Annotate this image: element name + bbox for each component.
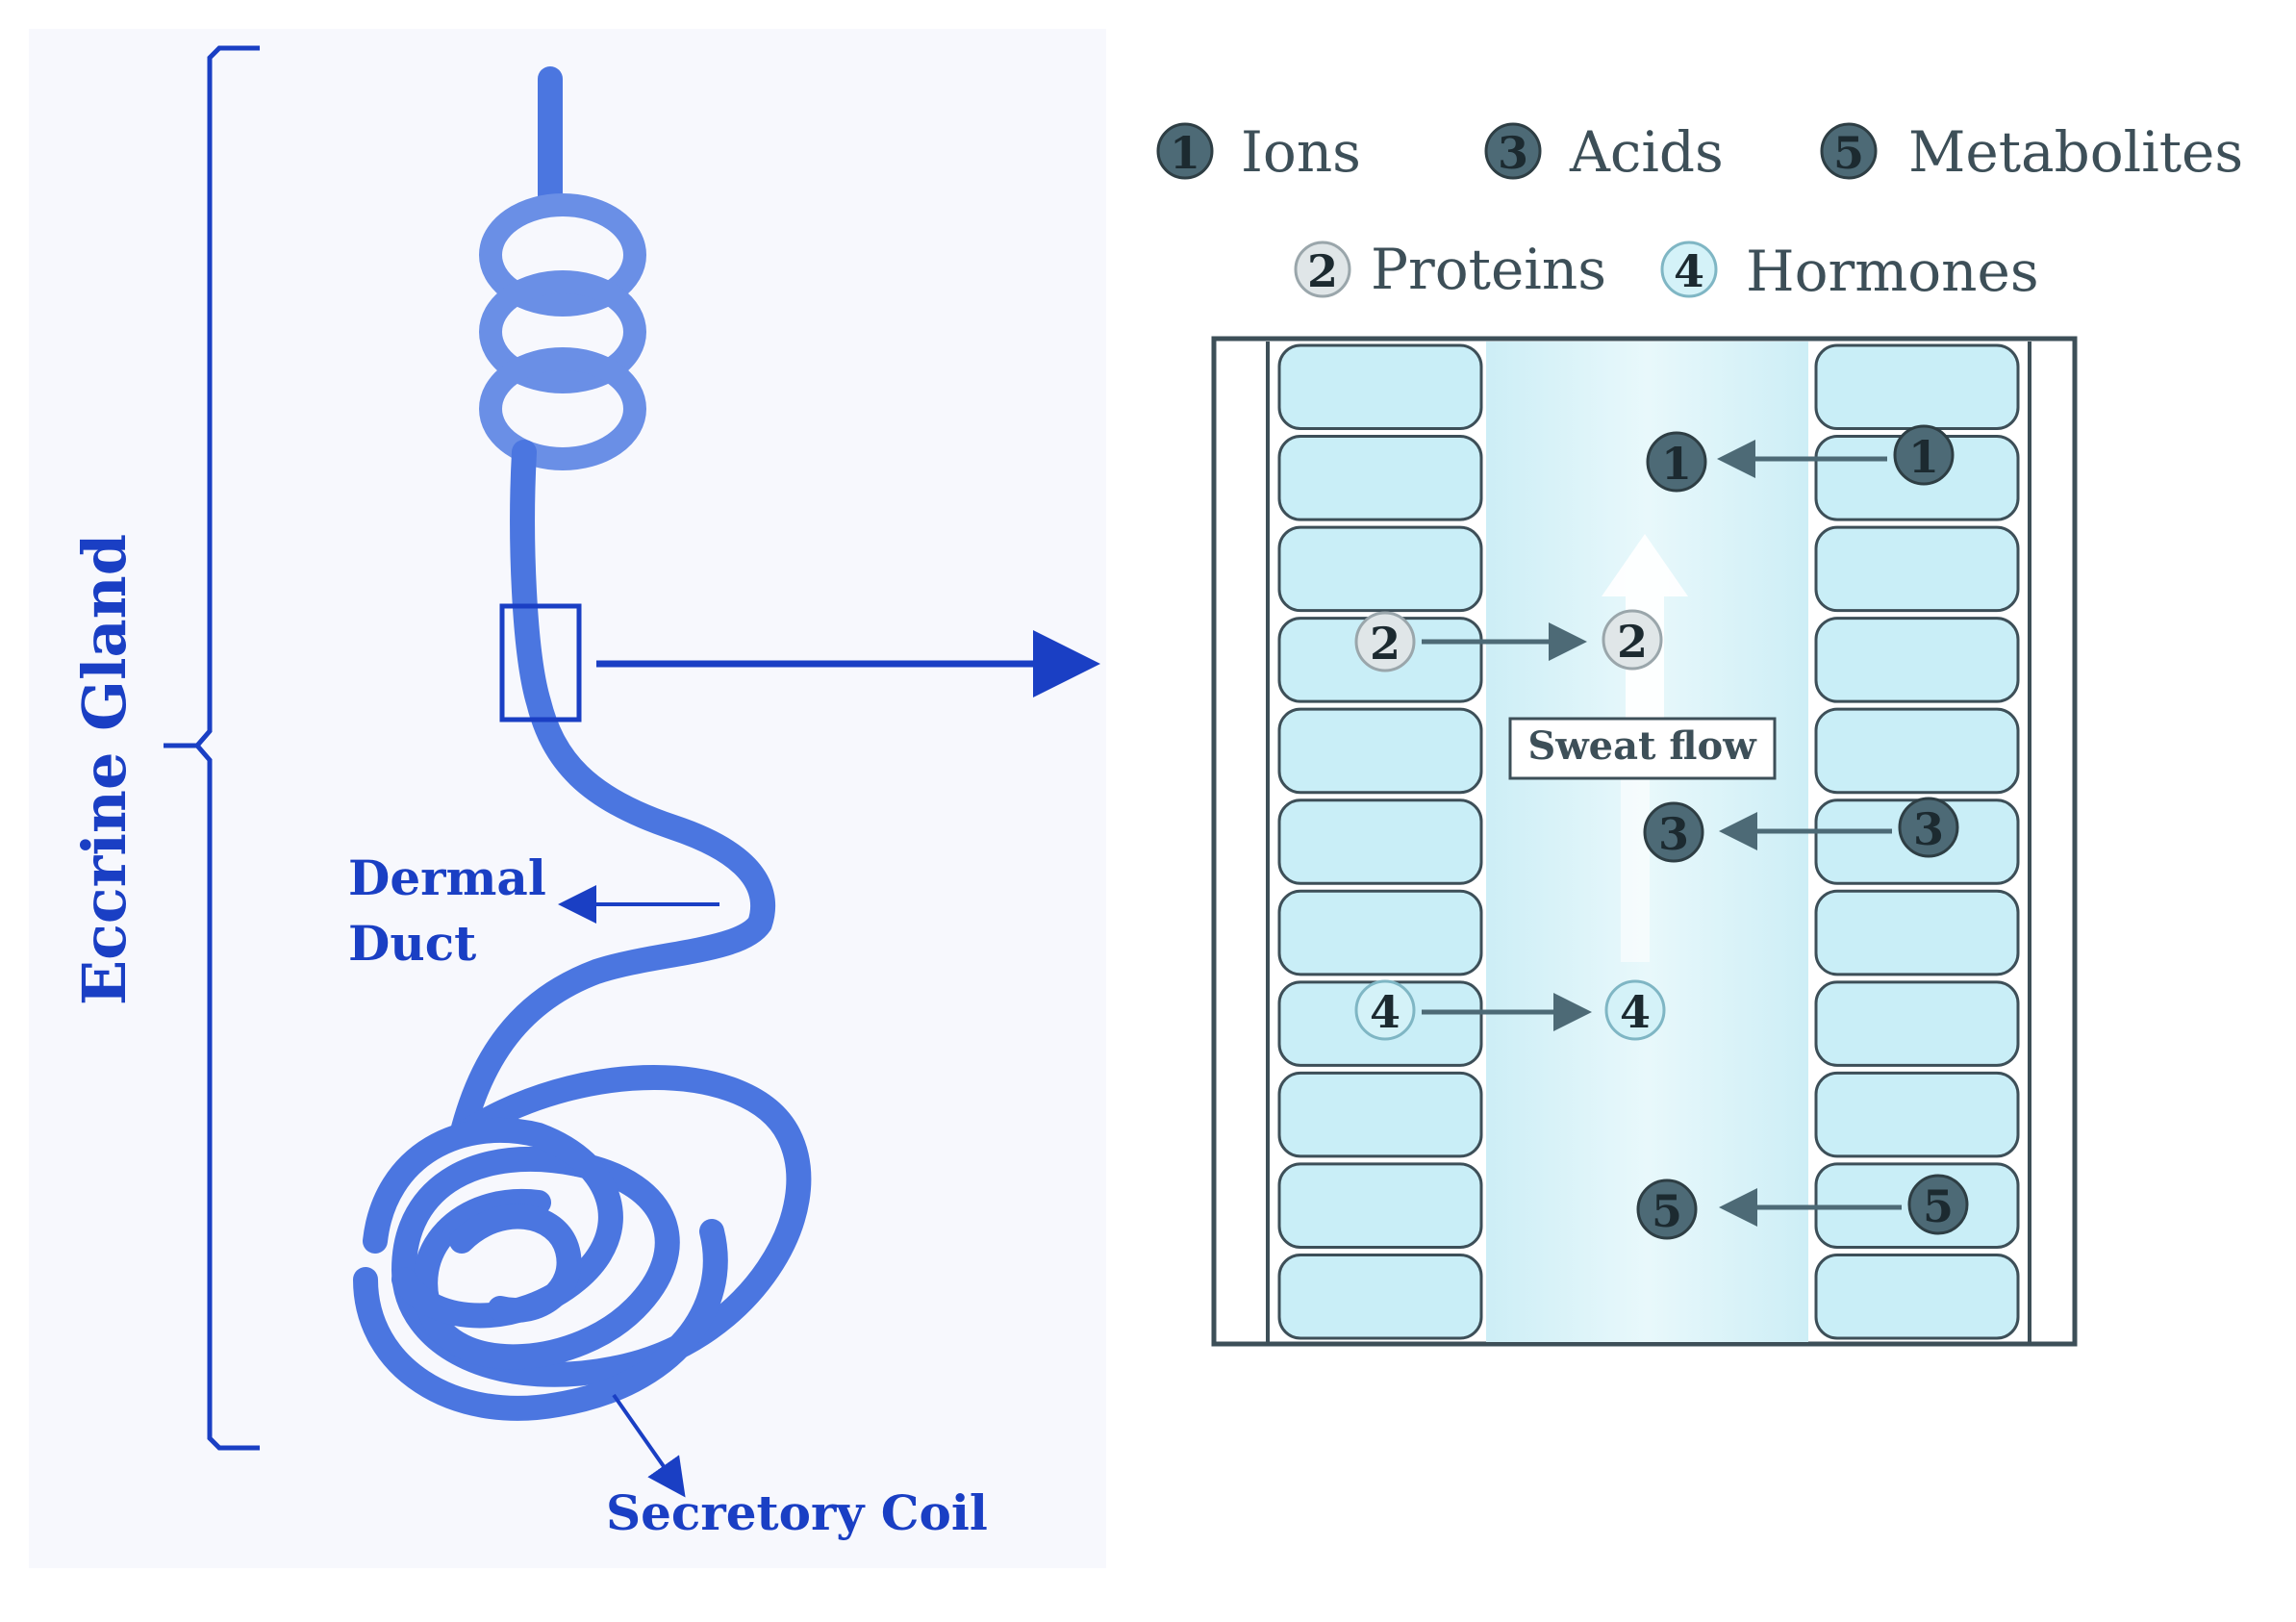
dermal-duct-label-line1: Dermal <box>348 849 546 906</box>
epithelial-cell <box>1814 343 2020 431</box>
transport-number: 2 <box>1370 618 1400 670</box>
epithelial-cell <box>1814 1071 2020 1158</box>
epithelial-cell <box>1814 707 2020 795</box>
legend-number: 2 <box>1307 245 1338 297</box>
epithelial-cell <box>1814 525 2020 613</box>
legend-item-ions: 1 Ions <box>1156 119 1361 185</box>
gland-bracket <box>164 45 260 1451</box>
epithelial-cell <box>1277 1071 1483 1158</box>
transport-acids: 3 3 <box>1643 797 1959 863</box>
legend-item-proteins: 2 Proteins <box>1294 237 1606 302</box>
transport-number: 4 <box>1620 986 1651 1038</box>
epithelial-cell <box>1277 798 1483 885</box>
badge-1-icon <box>1893 424 1955 486</box>
transport-number: 5 <box>1923 1180 1954 1232</box>
transport-number: 1 <box>1661 438 1692 490</box>
legend-item-hormones: 4 Hormones <box>1660 239 2039 304</box>
badge-2-icon <box>1354 611 1416 672</box>
dermal-duct-tube <box>449 440 775 1148</box>
sweat-flow-label: Sweat flow <box>1527 723 1757 769</box>
transport-number: 4 <box>1370 986 1400 1038</box>
legend-label: Hormones <box>1746 239 2039 304</box>
badge-5-icon <box>1907 1174 1969 1235</box>
legend-number: 4 <box>1674 245 1704 297</box>
epithelial-cell <box>1814 617 2020 703</box>
epithelial-cell <box>1814 1253 2020 1340</box>
secretory-coil-label: Secretory Coil <box>606 1484 988 1541</box>
dermal-duct-label-line2: Duct <box>348 915 476 972</box>
duct-helix <box>479 193 646 470</box>
epithelial-cell <box>1277 889 1483 976</box>
secretory-coil-arrow <box>612 1393 686 1498</box>
transport-metabolites: 5 5 <box>1636 1174 1969 1240</box>
legend: 1 Ions 3 Acids 5 Metabolites 2 Proteins … <box>1156 119 2243 304</box>
badge-2-icon <box>1602 609 1663 671</box>
legend-number: 1 <box>1170 127 1200 179</box>
epithelial-cell <box>1277 525 1483 613</box>
secretory-coil <box>353 1065 812 1421</box>
legend-label: Metabolites <box>1908 119 2243 185</box>
legend-item-metabolites: 5 Metabolites <box>1820 119 2243 185</box>
transport-ions: 1 1 <box>1646 424 1955 493</box>
badge-5-icon <box>1636 1178 1698 1240</box>
right-cell-wall <box>1814 342 2031 1342</box>
legend-item-acids: 3 Acids <box>1484 119 1724 185</box>
legend-label: Ions <box>1241 119 1361 185</box>
badge-4-icon <box>1660 241 1718 298</box>
duct-detail-panel: Sweat flow 1 1 2 2 3 3 4 <box>1211 336 2078 1347</box>
transport-number: 2 <box>1617 616 1648 668</box>
sweat-flow-label-box <box>1508 717 1777 780</box>
badge-4-icon <box>1354 979 1416 1041</box>
badge-3-icon <box>1484 122 1542 180</box>
badge-5-icon <box>1820 122 1878 180</box>
transport-proteins: 2 2 <box>1354 609 1663 672</box>
left-cell-wall <box>1266 342 1483 1342</box>
epithelial-cell <box>1277 707 1483 795</box>
epithelial-cell <box>1277 343 1483 431</box>
epithelial-cell <box>1277 1162 1483 1249</box>
badge-1-icon <box>1646 431 1707 493</box>
legend-label: Proteins <box>1371 237 1606 302</box>
transport-number: 3 <box>1913 803 1944 855</box>
legend-label: Acids <box>1569 119 1724 185</box>
epithelial-cell <box>1277 435 1483 521</box>
badge-3-icon <box>1643 801 1704 863</box>
badge-2-icon <box>1294 241 1351 298</box>
badge-1-icon <box>1156 122 1214 180</box>
transport-number: 5 <box>1652 1185 1682 1237</box>
epithelial-cell <box>1814 889 2020 976</box>
legend-number: 5 <box>1833 127 1864 179</box>
eccrine-gland-label: Eccrine Gland <box>69 534 139 1005</box>
legend-number: 3 <box>1498 127 1528 179</box>
badge-4-icon <box>1604 979 1666 1041</box>
badge-3-icon <box>1898 797 1959 858</box>
detail-selection-box <box>499 603 582 722</box>
transport-hormones: 4 4 <box>1354 979 1666 1041</box>
transport-number: 1 <box>1908 431 1939 483</box>
epithelial-cell <box>1814 980 2020 1067</box>
epithelial-cell <box>1277 1253 1483 1340</box>
transport-number: 3 <box>1658 808 1689 860</box>
